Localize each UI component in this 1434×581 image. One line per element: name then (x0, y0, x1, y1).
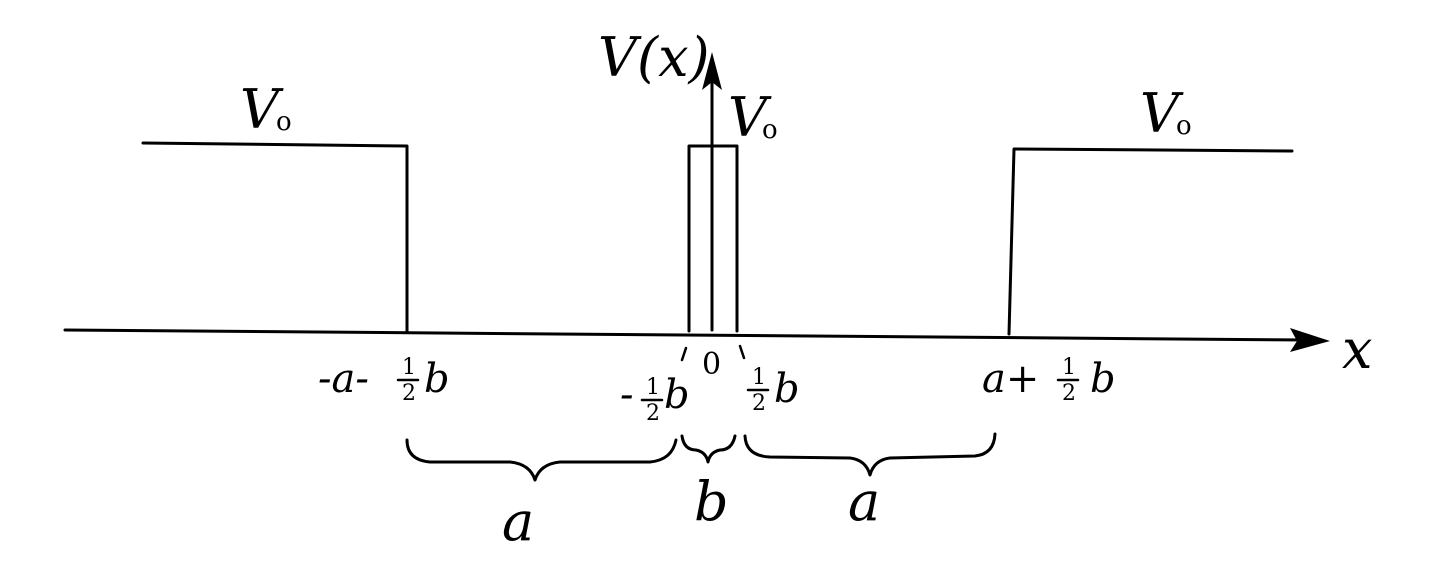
x-axis (63, 328, 1307, 342)
svg-text:b: b (1090, 356, 1116, 402)
svg-text:b: b (664, 372, 690, 418)
origin-label: 0 (702, 347, 721, 382)
svg-text:o: o (1176, 111, 1192, 141)
brace-left-a (405, 438, 678, 482)
svg-text:o: o (276, 107, 292, 137)
svg-text:V: V (1140, 82, 1184, 145)
potential-label-center: V o (728, 86, 778, 149)
svg-text:1: 1 (1062, 355, 1076, 380)
svg-text:2: 2 (752, 391, 766, 416)
brace-right-a (743, 432, 997, 477)
y-axis-arrow (702, 52, 722, 90)
svg-text:1: 1 (402, 355, 416, 380)
tick-label-left-inner: - 1 2 b (620, 372, 690, 426)
potential-right-barrier (1007, 147, 1294, 336)
potential-left-barrier (141, 141, 409, 333)
svg-text:-: - (620, 372, 634, 418)
y-axis-label: V(x) (598, 26, 710, 89)
tick-label-right-outer: a+ 1 2 b (982, 355, 1116, 406)
svg-text:V: V (728, 86, 772, 149)
svg-text:1: 1 (646, 375, 660, 400)
svg-text:a+: a+ (982, 356, 1039, 402)
tick-mark-right-inner (738, 344, 746, 360)
tick-label-left-outer: -a- 1 2 b (318, 355, 450, 406)
x-axis-label: x (1342, 318, 1372, 381)
brace-label-left: a (502, 490, 534, 553)
brace-center-b (680, 434, 737, 464)
x-axis-arrow (1290, 328, 1330, 352)
svg-text:b: b (424, 356, 450, 402)
svg-text:2: 2 (1062, 381, 1076, 406)
brace-label-right: a (848, 470, 880, 533)
svg-text:o: o (762, 115, 778, 145)
svg-text:1: 1 (752, 365, 766, 390)
svg-text:V: V (240, 78, 284, 141)
potential-label-right: V o (1140, 82, 1192, 145)
tick-mark-left-inner (680, 346, 688, 362)
potential-center-barrier (687, 144, 739, 333)
svg-text:2: 2 (402, 381, 416, 406)
brace-label-center: b (694, 470, 729, 533)
svg-text:2: 2 (646, 401, 660, 426)
potential-label-left: V o (240, 78, 292, 141)
svg-text:b: b (774, 366, 800, 412)
svg-text:-a-: -a- (318, 356, 369, 402)
tick-label-right-inner: 1 2 b (746, 365, 800, 416)
